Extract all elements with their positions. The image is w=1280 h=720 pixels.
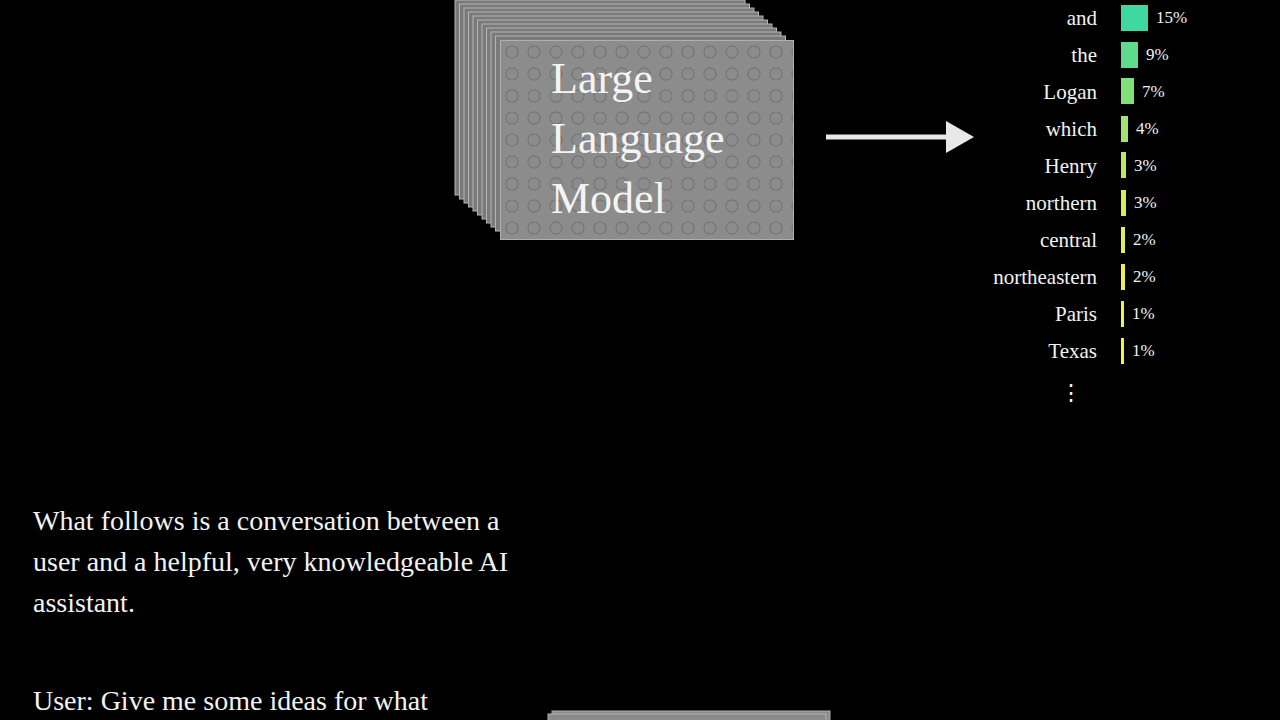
probability-value: 1% [1132,338,1155,364]
probability-value: 15% [1156,5,1187,31]
word-label: Paris [1055,301,1097,327]
word-label: Texas [1048,338,1097,364]
probability-value: 2% [1133,264,1156,290]
word-label: the [1071,42,1097,68]
probability-value: 4% [1136,116,1159,142]
probability-value: 7% [1142,79,1165,105]
word-label: northeastern [993,264,1097,290]
prompt-paragraph: What follows is a conversation between a… [33,500,533,623]
probability-value: 1% [1132,301,1155,327]
output-arrow [826,121,974,153]
probability-value: 3% [1134,190,1157,216]
word-label: and [1067,5,1097,31]
model-label: Large Language Model [551,49,781,229]
model-box: Large Language Model [500,40,794,240]
word-label: central [1040,227,1097,253]
word-label: Henry [1045,153,1097,179]
probability-value: 2% [1133,227,1156,253]
probability-value: 3% [1134,153,1157,179]
second-model-box [548,711,830,720]
probability-value: 9% [1146,42,1169,68]
word-label: Logan [1043,79,1097,105]
ellipsis: ⋮ [1060,378,1082,408]
word-label: which [1046,116,1097,142]
prompt-user-line: User: Give me some ideas for what [33,680,428,720]
word-label: northern [1026,190,1097,216]
